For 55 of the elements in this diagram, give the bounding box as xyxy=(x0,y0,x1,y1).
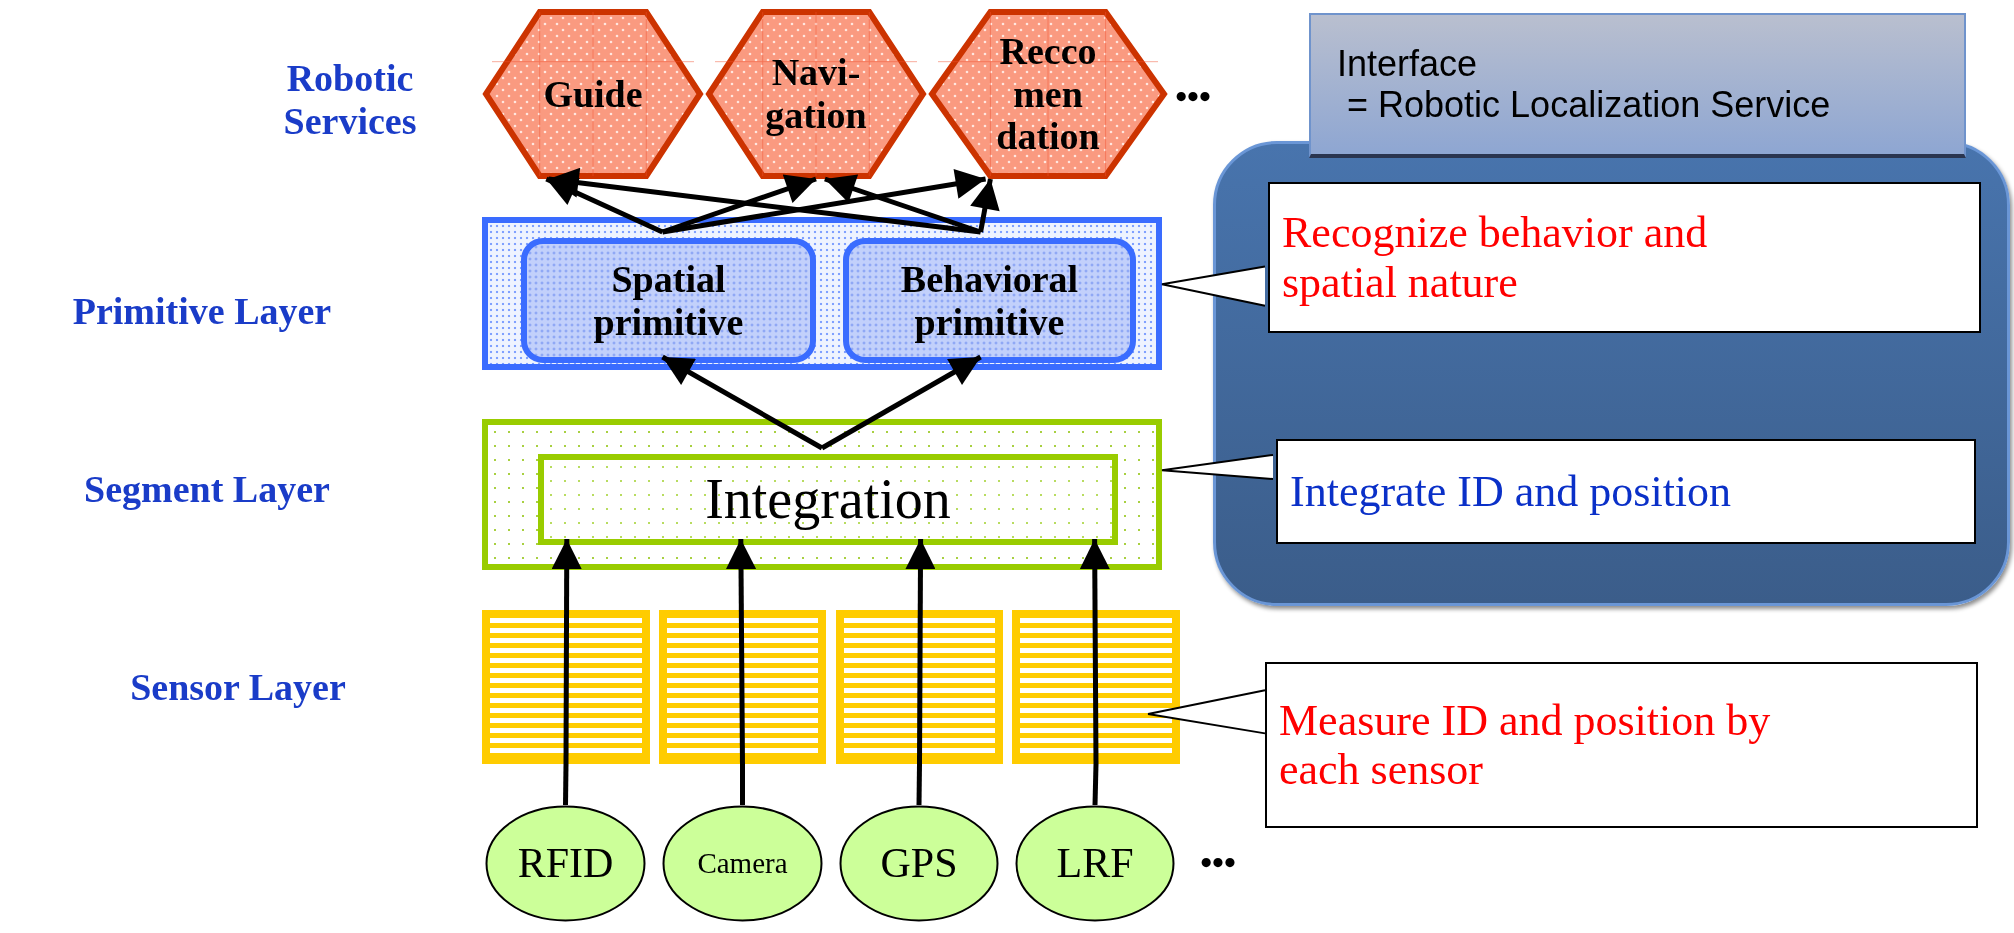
sensor-label: LRF xyxy=(1056,840,1134,887)
layer-label: Sensor Layer xyxy=(129,665,347,711)
service-label: Guide xyxy=(543,72,643,116)
primitive-box xyxy=(843,238,1136,363)
layer-label: Robotic Services xyxy=(282,56,418,144)
callout-pointer xyxy=(1147,689,1266,735)
process-box xyxy=(538,454,1118,545)
arrow xyxy=(970,178,1000,233)
sensor-label: GPS xyxy=(880,840,958,887)
ellipsis-mark: ••• xyxy=(1199,842,1237,883)
arrow xyxy=(726,539,757,764)
callout-pointer xyxy=(1161,453,1274,481)
sensor-ellipse xyxy=(485,805,646,922)
sensor-label: Camera xyxy=(697,847,788,880)
callout-text: Integrate ID and position xyxy=(1290,466,1732,517)
interface-title: Interface xyxy=(1337,44,1478,85)
sensor-bar xyxy=(836,610,1003,764)
arrow xyxy=(820,354,982,451)
interface-panel xyxy=(1213,141,2010,606)
service-label: Recco men dation xyxy=(995,30,1101,158)
callout-box xyxy=(1265,662,1978,828)
sensor-bar xyxy=(482,610,650,764)
callout-pointer xyxy=(1161,265,1266,307)
sensor-ellipse xyxy=(662,805,823,922)
primitive-label: Behavioral primitive xyxy=(899,257,1080,344)
callout-box xyxy=(1268,182,1981,333)
service-label: Navi- gation xyxy=(764,51,868,137)
service-hexagon xyxy=(482,9,704,179)
sensor-ellipse xyxy=(1015,805,1175,922)
arrow xyxy=(905,539,936,764)
layer-box xyxy=(482,217,1162,370)
arrow xyxy=(662,169,986,235)
primitive-label: Spatial primitive xyxy=(592,257,745,344)
sensor-bar xyxy=(1012,610,1180,764)
arrow xyxy=(1079,539,1110,764)
arrow xyxy=(824,174,982,235)
callout-box xyxy=(1276,439,1976,544)
interface-header xyxy=(1309,13,1966,158)
layer-label: Segment Layer xyxy=(83,467,331,513)
interface-subtitle: = Robotic Localization Service xyxy=(1346,84,1831,125)
sensor-label: RFID xyxy=(517,840,614,887)
arrow xyxy=(551,539,582,764)
layer-label: Primitive Layer xyxy=(71,289,333,335)
ellipsis-mark: ••• xyxy=(1174,76,1212,117)
service-hexagon xyxy=(705,9,927,179)
arrow xyxy=(545,176,664,235)
process-label: Integration xyxy=(705,468,951,531)
layer-box xyxy=(482,419,1162,570)
callout-text: Measure ID and position by each sensor xyxy=(1279,695,1772,795)
primitive-box xyxy=(521,238,816,363)
sensor-bar xyxy=(659,610,826,764)
callout-text: Recognize behavior and spatial nature xyxy=(1282,208,1709,307)
service-hexagon xyxy=(928,9,1168,179)
sensor-ellipse xyxy=(839,805,999,922)
arrow xyxy=(661,354,824,451)
